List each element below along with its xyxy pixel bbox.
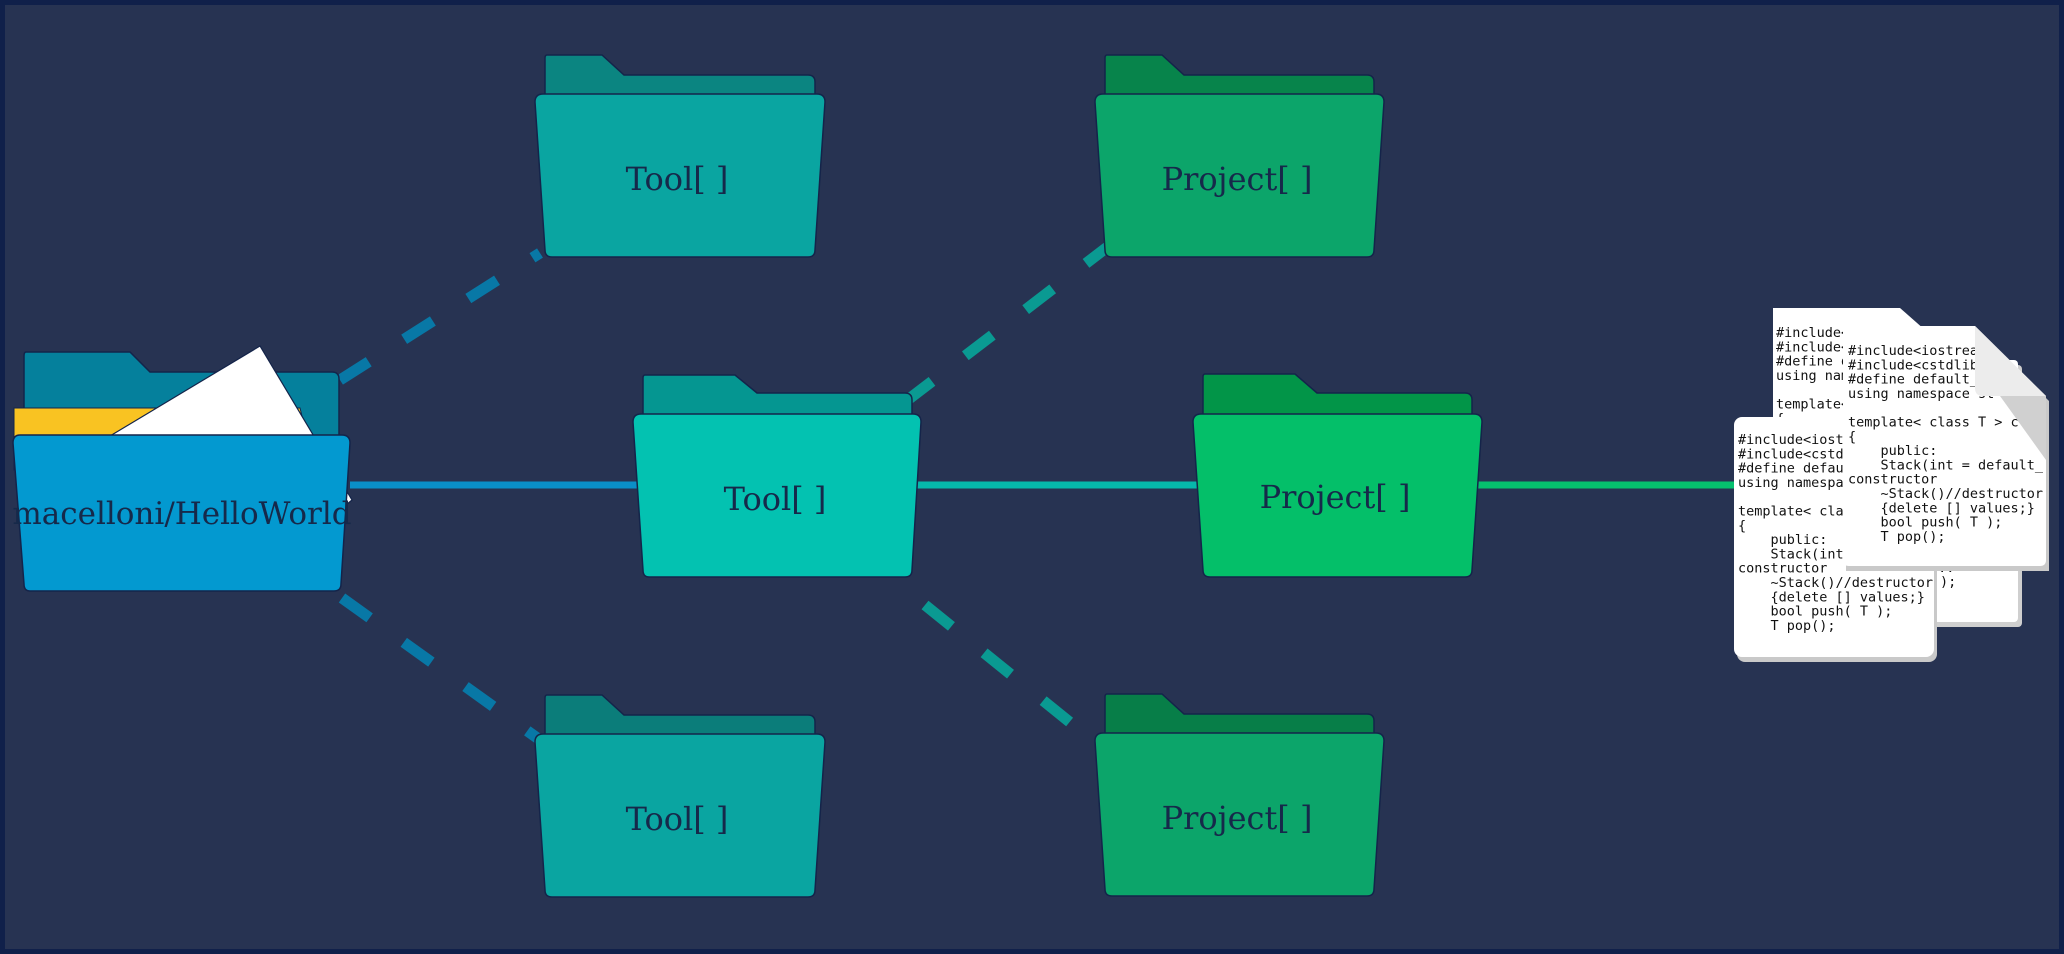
code-line: public: (1848, 443, 1937, 459)
code-line: { (1738, 518, 1746, 534)
folder-label: Tool[ ] (626, 160, 729, 198)
folder-label: macelloni/HelloWorld (12, 496, 351, 532)
folder-label: Project[ ] (1162, 160, 1313, 198)
project-folder-center[interactable]: Project[ ] (1192, 373, 1483, 578)
code-line: ~Stack()//destructor (1848, 486, 2043, 502)
code-line: #include<cstdli (1738, 446, 1860, 462)
code-line: bool push( T ); (1738, 604, 1892, 620)
code-line: #include<iostream> (1848, 343, 1994, 359)
code-file-icon: #include<iostream>#include<cstdlib>#defi… (1843, 326, 2049, 571)
code-line: T pop(); (1738, 618, 1836, 634)
code-line: #define de (1776, 354, 1857, 370)
code-line: constructor (1738, 561, 1827, 577)
code-line: template< (1776, 397, 1849, 413)
code-line: using namespace (1738, 475, 1860, 491)
code-line: template< class T > cl (1848, 415, 2027, 431)
project-folder-bottom[interactable]: Project[ ] (1094, 693, 1385, 897)
code-line: #define default_va (1848, 372, 1994, 388)
code-line: #include<cstdlib> (1848, 357, 1986, 373)
folder-icon (534, 733, 826, 898)
folder-label: Project[ ] (1260, 478, 1411, 516)
tool-folder-center[interactable]: Tool[ ] (632, 374, 922, 578)
code-line: #include<iostre (1738, 432, 1860, 448)
folder-label: Project[ ] (1162, 799, 1313, 837)
folder-icon (632, 413, 922, 578)
code-line: {delete [] values;} (1738, 589, 1925, 605)
folder-with-documents-icon (12, 434, 351, 592)
code-line: { (1848, 429, 1856, 445)
code-line: public: (1738, 532, 1827, 548)
root-folder[interactable]: macelloni/HelloWorld (12, 345, 353, 592)
folder-icon (1094, 732, 1385, 897)
folder-icon (1094, 93, 1385, 258)
code-line: T pop(); (1848, 529, 1946, 545)
code-line: constructor (1848, 472, 1937, 488)
tool-folder-bottom[interactable]: Tool[ ] (534, 694, 826, 898)
dashed-connector-tool-to-project-bottom (921, 600, 1102, 750)
code-line: bool push( T ); (1848, 515, 2002, 531)
folder-icon (534, 93, 826, 258)
code-line: using namespace st (1848, 386, 1994, 402)
folded-corner-icon (1975, 326, 2046, 396)
dashed-connectors (337, 240, 1114, 750)
folder-label: Tool[ ] (626, 800, 729, 838)
code-line: ~Stack()//destructor (1738, 575, 1933, 591)
tool-folder-top[interactable]: Tool[ ] (534, 54, 826, 258)
project-folder-top[interactable]: Project[ ] (1094, 54, 1385, 258)
code-line: {delete [] values;} (1848, 500, 2035, 516)
code-line: Stack(int = (1738, 546, 1860, 562)
code-line: Stack(int = default_ (1848, 457, 2044, 473)
code-line: template< class (1738, 504, 1860, 520)
code-line: using nam (1776, 368, 1849, 384)
code-line: #define default (1738, 461, 1860, 477)
folder-label: Tool[ ] (724, 480, 827, 518)
code-file-front-text: #include<iostre#include<cstdli#define de… (1738, 432, 1933, 634)
code-file-middle-text: #include<iostream>#include<cstdlib>#defi… (1848, 343, 2044, 545)
code-line: #include<c (1776, 339, 1857, 355)
code-peek-line: ); (1940, 574, 1956, 590)
folder-icon (1192, 413, 1483, 578)
